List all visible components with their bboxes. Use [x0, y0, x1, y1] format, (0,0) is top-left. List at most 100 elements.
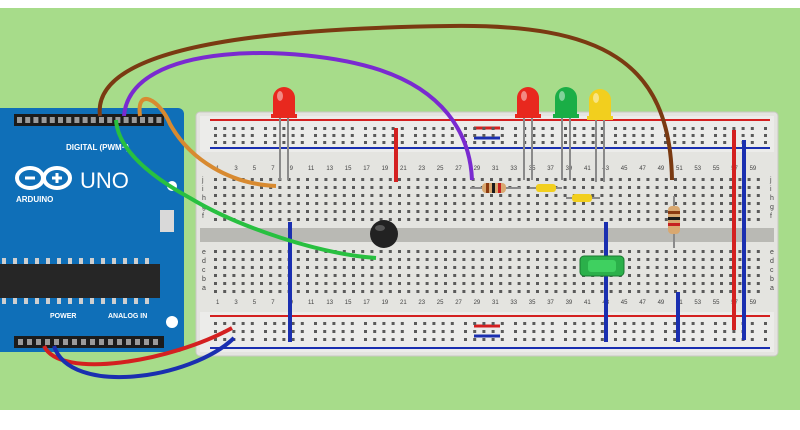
hole — [450, 127, 454, 130]
hole — [342, 274, 346, 277]
hole — [618, 178, 622, 181]
hole — [550, 134, 554, 137]
hole — [382, 330, 386, 333]
hole — [738, 186, 742, 189]
hole — [614, 141, 617, 144]
hole — [241, 218, 245, 221]
hole — [414, 134, 417, 137]
chip-pin — [112, 298, 116, 304]
hole — [282, 322, 286, 325]
hole — [738, 250, 742, 253]
hole — [508, 266, 512, 269]
column-number: 23 — [418, 300, 425, 306]
hole — [490, 202, 493, 205]
hole — [729, 202, 733, 205]
hole — [609, 194, 613, 197]
hole — [637, 282, 641, 285]
row-letter: j — [769, 177, 772, 184]
hole — [490, 266, 493, 269]
hole — [400, 127, 404, 130]
hole — [646, 282, 650, 285]
hole — [471, 194, 475, 197]
hole — [341, 127, 345, 130]
hole — [333, 266, 337, 269]
hole — [260, 178, 263, 181]
hole — [388, 194, 392, 197]
header-pin — [66, 117, 72, 123]
resistor-1 — [470, 183, 520, 193]
hole — [618, 186, 622, 189]
hole — [750, 330, 754, 333]
hole — [550, 141, 554, 144]
column-number: 25 — [437, 166, 444, 172]
hole — [223, 258, 227, 261]
hole — [723, 330, 727, 333]
chip-pin — [68, 298, 72, 304]
hole — [563, 218, 567, 221]
hole — [441, 141, 445, 144]
hole — [444, 178, 447, 181]
hole — [333, 274, 337, 277]
hole — [618, 194, 622, 197]
hole — [324, 282, 328, 285]
hole — [364, 141, 367, 144]
hole — [379, 194, 383, 197]
column-number: 55 — [713, 300, 720, 306]
hole — [464, 330, 467, 333]
microcontroller-chip — [0, 264, 160, 298]
hole — [655, 250, 659, 253]
hole — [352, 282, 355, 285]
row-letter: b — [770, 276, 774, 283]
header-pin — [123, 117, 129, 123]
hole — [609, 210, 613, 213]
hole — [554, 194, 558, 197]
hole — [545, 250, 549, 253]
hole — [738, 194, 742, 197]
hole — [641, 141, 645, 144]
hole — [692, 274, 696, 277]
hole — [223, 290, 227, 293]
hole — [214, 266, 217, 269]
column-number: 17 — [363, 166, 370, 172]
hole — [700, 127, 704, 130]
hole — [710, 274, 714, 277]
header-pin — [148, 117, 154, 123]
hole — [264, 141, 267, 144]
header-pin — [54, 339, 59, 345]
led-red — [271, 87, 297, 180]
hole — [473, 330, 477, 333]
hole — [720, 274, 723, 277]
column-numbers-top: 1357911131517192123252729313335373941434… — [216, 166, 757, 172]
hole — [241, 202, 245, 205]
hole — [323, 330, 327, 333]
hole — [214, 258, 217, 261]
hole — [324, 266, 328, 269]
hole — [554, 274, 558, 277]
hole — [260, 194, 263, 197]
hole — [232, 258, 236, 261]
hole — [291, 338, 295, 341]
hole — [480, 274, 484, 277]
hole — [591, 330, 595, 333]
hole — [729, 218, 733, 221]
hole — [682, 338, 686, 341]
hole — [370, 266, 374, 269]
column-number: 27 — [455, 166, 462, 172]
column-number: 25 — [437, 300, 444, 306]
column-number: 31 — [492, 300, 499, 306]
header-pin — [156, 117, 162, 123]
hole — [314, 134, 317, 137]
hole — [373, 338, 377, 341]
hole — [361, 210, 365, 213]
arduino-model: UNO — [80, 168, 129, 193]
row-letter: f — [770, 213, 772, 220]
header-pin — [81, 339, 86, 345]
hole — [655, 202, 659, 205]
hole — [723, 141, 727, 144]
hole — [214, 141, 217, 144]
hole — [464, 127, 467, 130]
hole — [750, 338, 754, 341]
hole — [764, 141, 767, 144]
hole — [664, 218, 668, 221]
hole — [432, 141, 436, 144]
